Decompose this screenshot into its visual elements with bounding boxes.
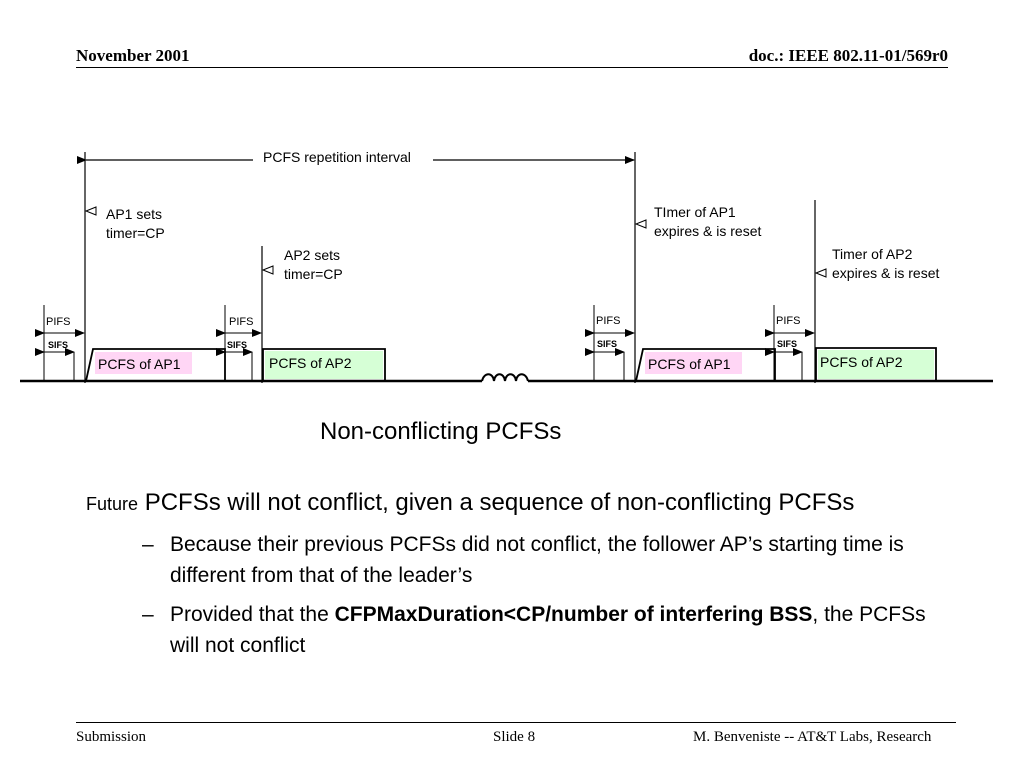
ifs-marker-group-2: PIFS SIFS	[216, 305, 262, 380]
ap2-sets-line1: AP2 sets	[284, 247, 340, 263]
sub-bullet-1: –Because their previous PCFSs did not co…	[142, 529, 946, 591]
pcfs-ap2-block-1: PCFS of AP2	[262, 348, 386, 381]
ap1-sets-line1: AP1 sets	[106, 206, 162, 222]
ap2-sets-pointer-icon	[261, 265, 274, 275]
pifs-label: PIFS	[776, 315, 800, 327]
header-doc-id: doc.: IEEE 802.11-01/569r0	[748, 46, 948, 65]
header-rule	[76, 67, 948, 68]
pifs-label: PIFS	[596, 315, 620, 327]
pifs-label: PIFS	[46, 316, 70, 328]
footer-rule	[76, 722, 956, 723]
sub-bullet-2-post: , the PCFSs will not conflict	[170, 603, 926, 657]
pcfs-timeline-diagram: PCFS repetition interval AP1 sets timer=…	[20, 149, 993, 383]
ap1-sets-pointer-icon	[84, 206, 97, 216]
sub-bullet-1-text: Because their previous PCFSs did not con…	[170, 533, 904, 587]
pifs-label: PIFS	[229, 316, 253, 328]
time-break-icon	[481, 373, 529, 382]
bullet-list: Future PCFSs will not conflict, given a …	[86, 486, 946, 661]
footer-slide-number: Slide 8	[493, 729, 536, 745]
pcfs-ap1-block-1: PCFS of AP1	[85, 348, 226, 382]
repetition-interval-arrow: PCFS repetition interval	[77, 149, 635, 165]
sifs-label: SIFS	[777, 339, 797, 349]
pcfs-ap1-label: PCFS of AP1	[98, 356, 181, 372]
ap1-sets-line2: timer=CP	[106, 225, 165, 241]
ap2-sets-line2: timer=CP	[284, 266, 343, 282]
timer-ap2-line2: expires & is reset	[832, 265, 939, 281]
ifs-marker-group-4: PIFS SIFS	[765, 305, 815, 380]
footer-author: M. Benveniste -- AT&T Labs, Research	[693, 729, 932, 745]
sifs-label: SIFS	[597, 339, 617, 349]
sub-bullet-2-bold: CFPMaxDuration<CP/number of interfering …	[334, 603, 813, 626]
timer-ap2-pointer-icon	[814, 268, 827, 278]
pcfs-ap2-block-2: PCFS of AP2	[815, 347, 937, 381]
main-bullet: Future PCFSs will not conflict, given a …	[86, 486, 946, 521]
repetition-interval-label: PCFS repetition interval	[263, 149, 411, 165]
main-bullet-text: PCFSs will not conflict, given a sequenc…	[138, 489, 855, 516]
time-axis	[20, 373, 993, 383]
sub-bullet-2: –Provided that the CFPMaxDuration<CP/num…	[142, 599, 946, 661]
pcfs-ap1-block-2: PCFS of AP1	[635, 348, 776, 382]
timer-ap2-line1: Timer of AP2	[832, 246, 913, 262]
ifs-marker-group-3: PIFS SIFS	[585, 305, 635, 380]
pcfs-ap2-label: PCFS of AP2	[820, 354, 903, 370]
timer-ap1-line2: expires & is reset	[654, 223, 761, 239]
dash-icon: –	[142, 533, 154, 556]
timer-ap1-pointer-icon	[634, 219, 647, 229]
ifs-marker-group-1: PIFS SIFS	[35, 305, 85, 380]
header-date: November 2001	[76, 46, 190, 65]
diagram-caption: Non-conflicting PCFSs	[320, 418, 562, 445]
dash-icon: –	[142, 603, 154, 626]
pcfs-ap1-label: PCFS of AP1	[648, 356, 731, 372]
main-bullet-lead: Future	[86, 494, 139, 514]
timer-ap1-line1: TImer of AP1	[654, 204, 736, 220]
sifs-label: SIFS	[227, 340, 247, 350]
sifs-label: SIFS	[48, 340, 68, 350]
footer-submission: Submission	[76, 729, 147, 745]
sub-bullet-2-pre: Provided that the	[170, 603, 335, 626]
pcfs-ap2-label: PCFS of AP2	[269, 355, 352, 371]
